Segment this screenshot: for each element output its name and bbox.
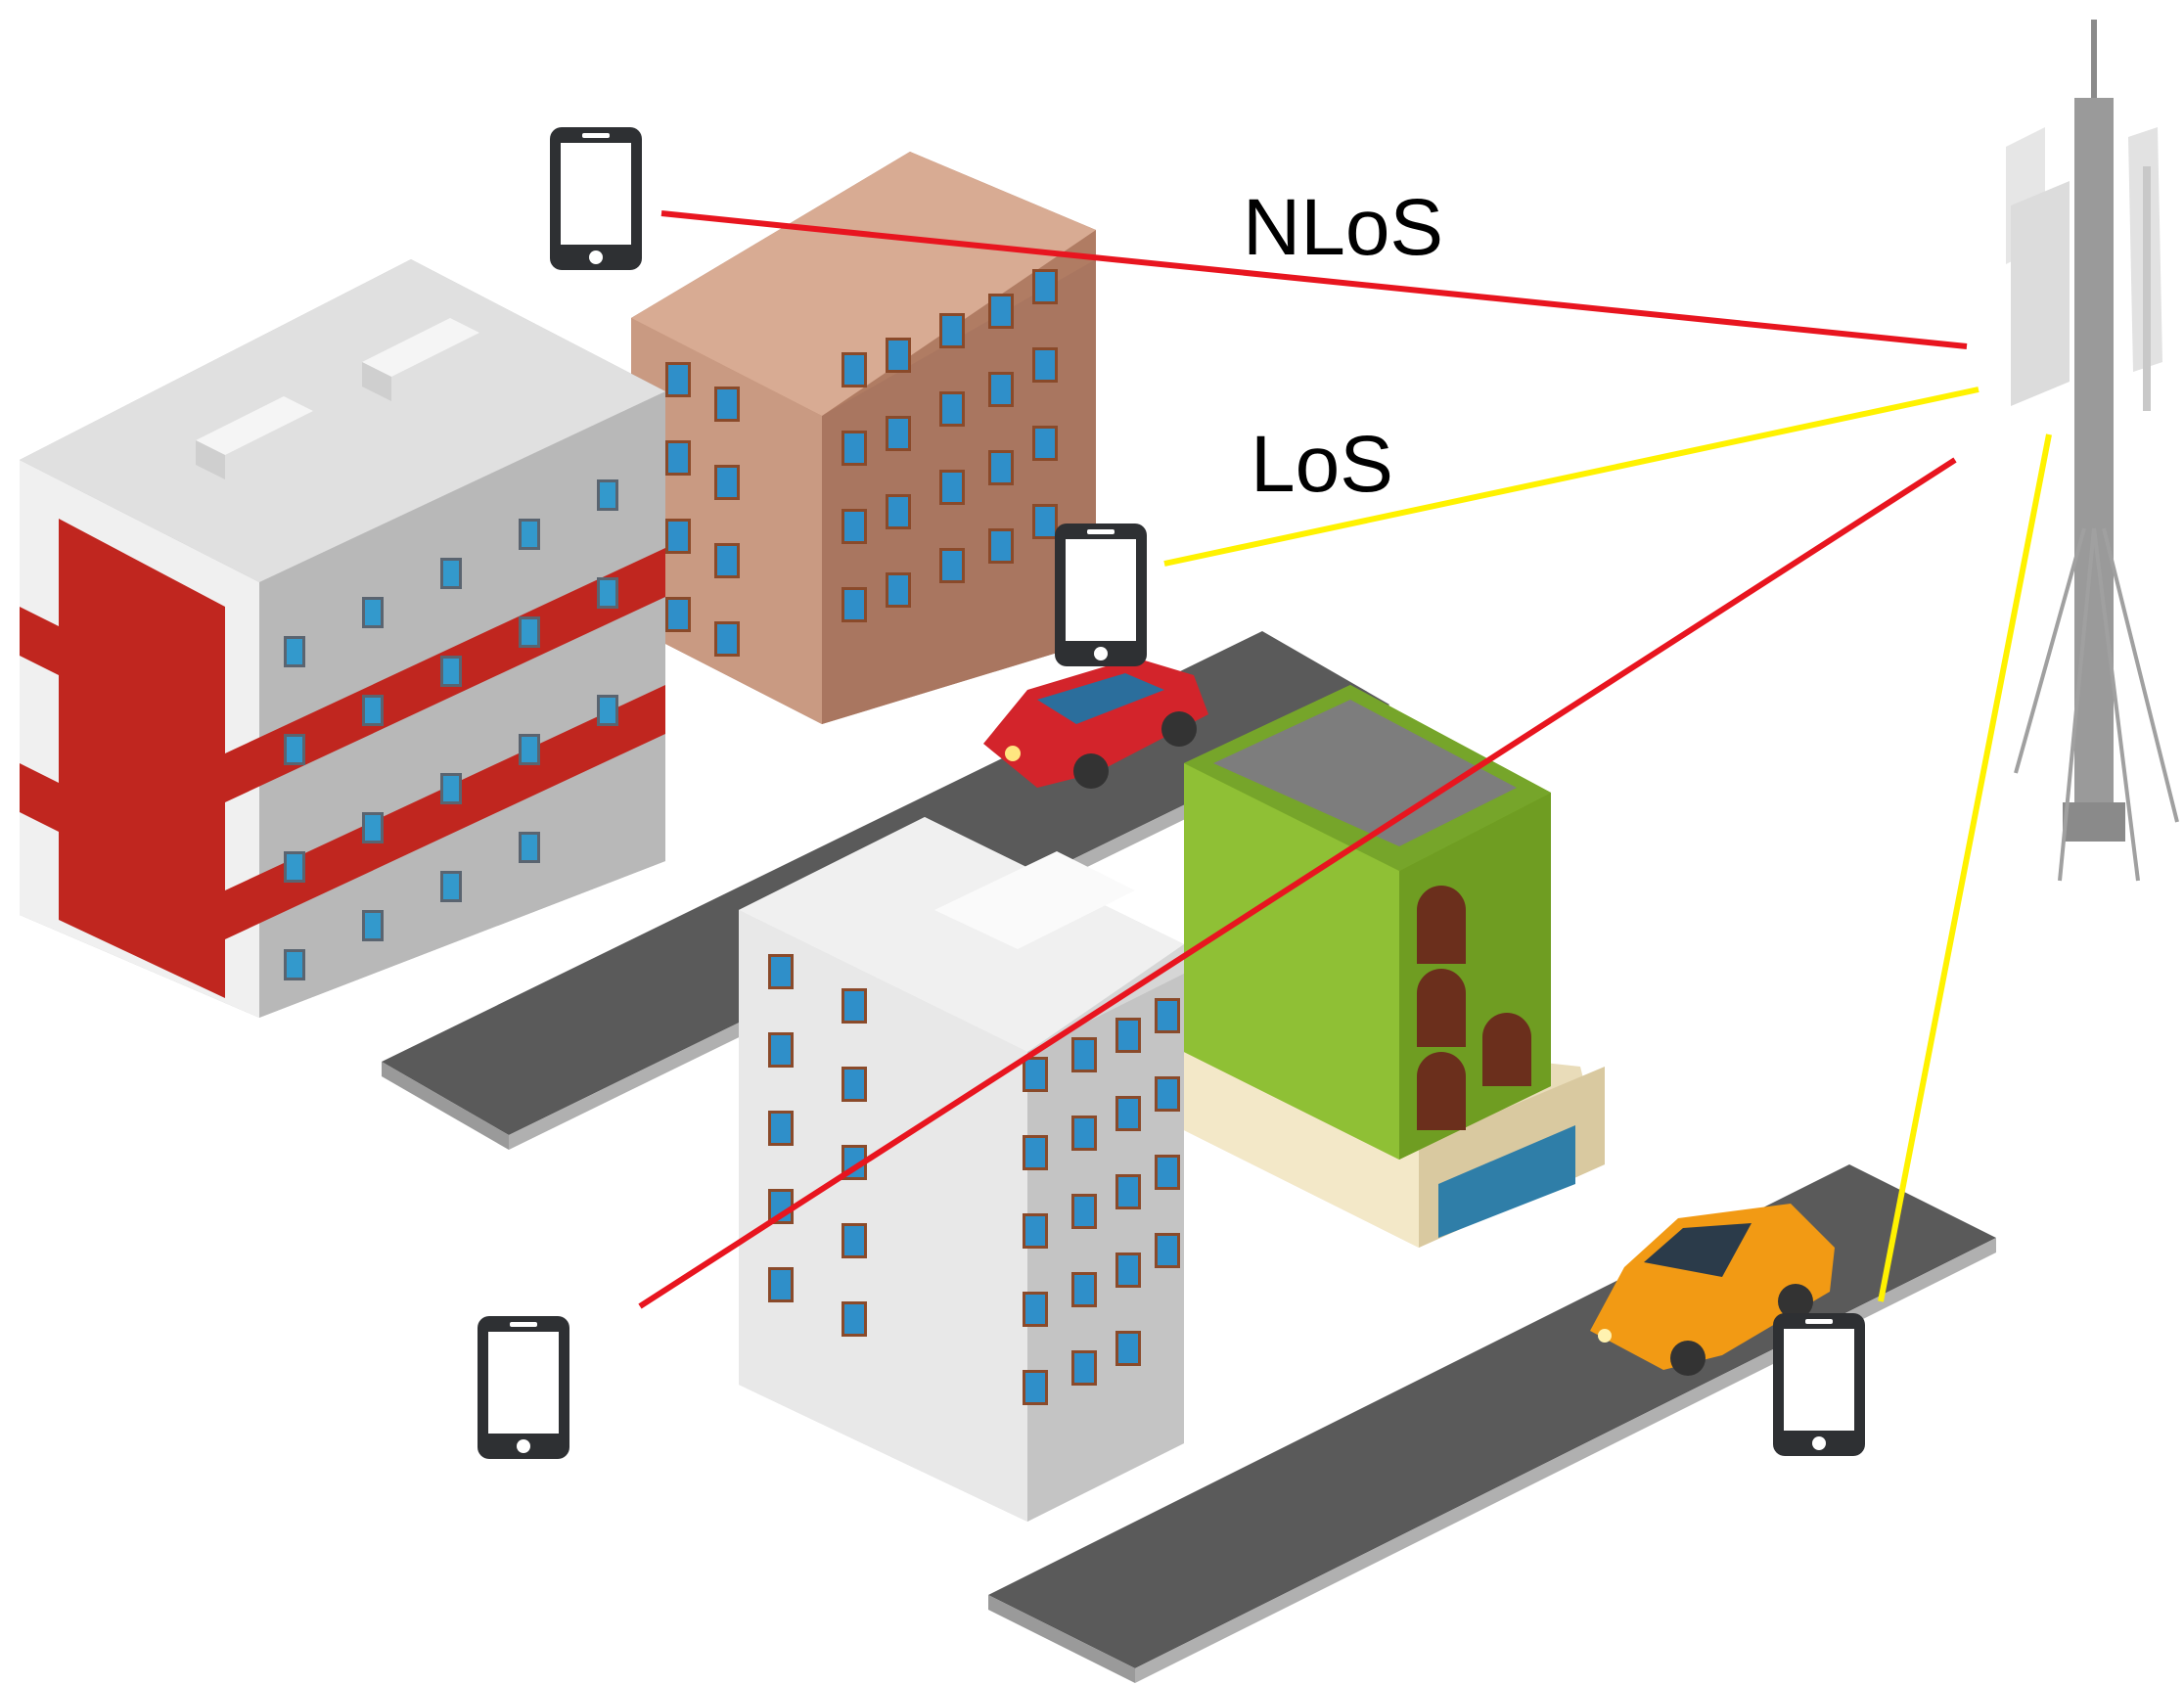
car-red-icon [983,658,1208,789]
building-brown [631,152,1096,724]
cell-tower-icon [2006,20,2179,882]
los-label: LoS [1251,420,1393,509]
nlos-line-diagonal [638,457,1957,1309]
smartphone-icon [1055,524,1147,666]
nlos-label: NLoS [1243,183,1444,272]
car-orange-icon [1590,1204,1835,1376]
signal-lines [638,210,2052,1309]
nlos-line-top [660,210,1968,349]
smartphone-icon [550,127,642,270]
building-apartment-red [20,259,665,1018]
building-green [1174,685,1605,1248]
building-white [739,817,1184,1522]
los-line-vertical [1878,433,2052,1302]
los-line-middle [1163,387,1979,567]
smartphone-icon [1773,1313,1865,1456]
smartphone-icon [478,1316,569,1459]
